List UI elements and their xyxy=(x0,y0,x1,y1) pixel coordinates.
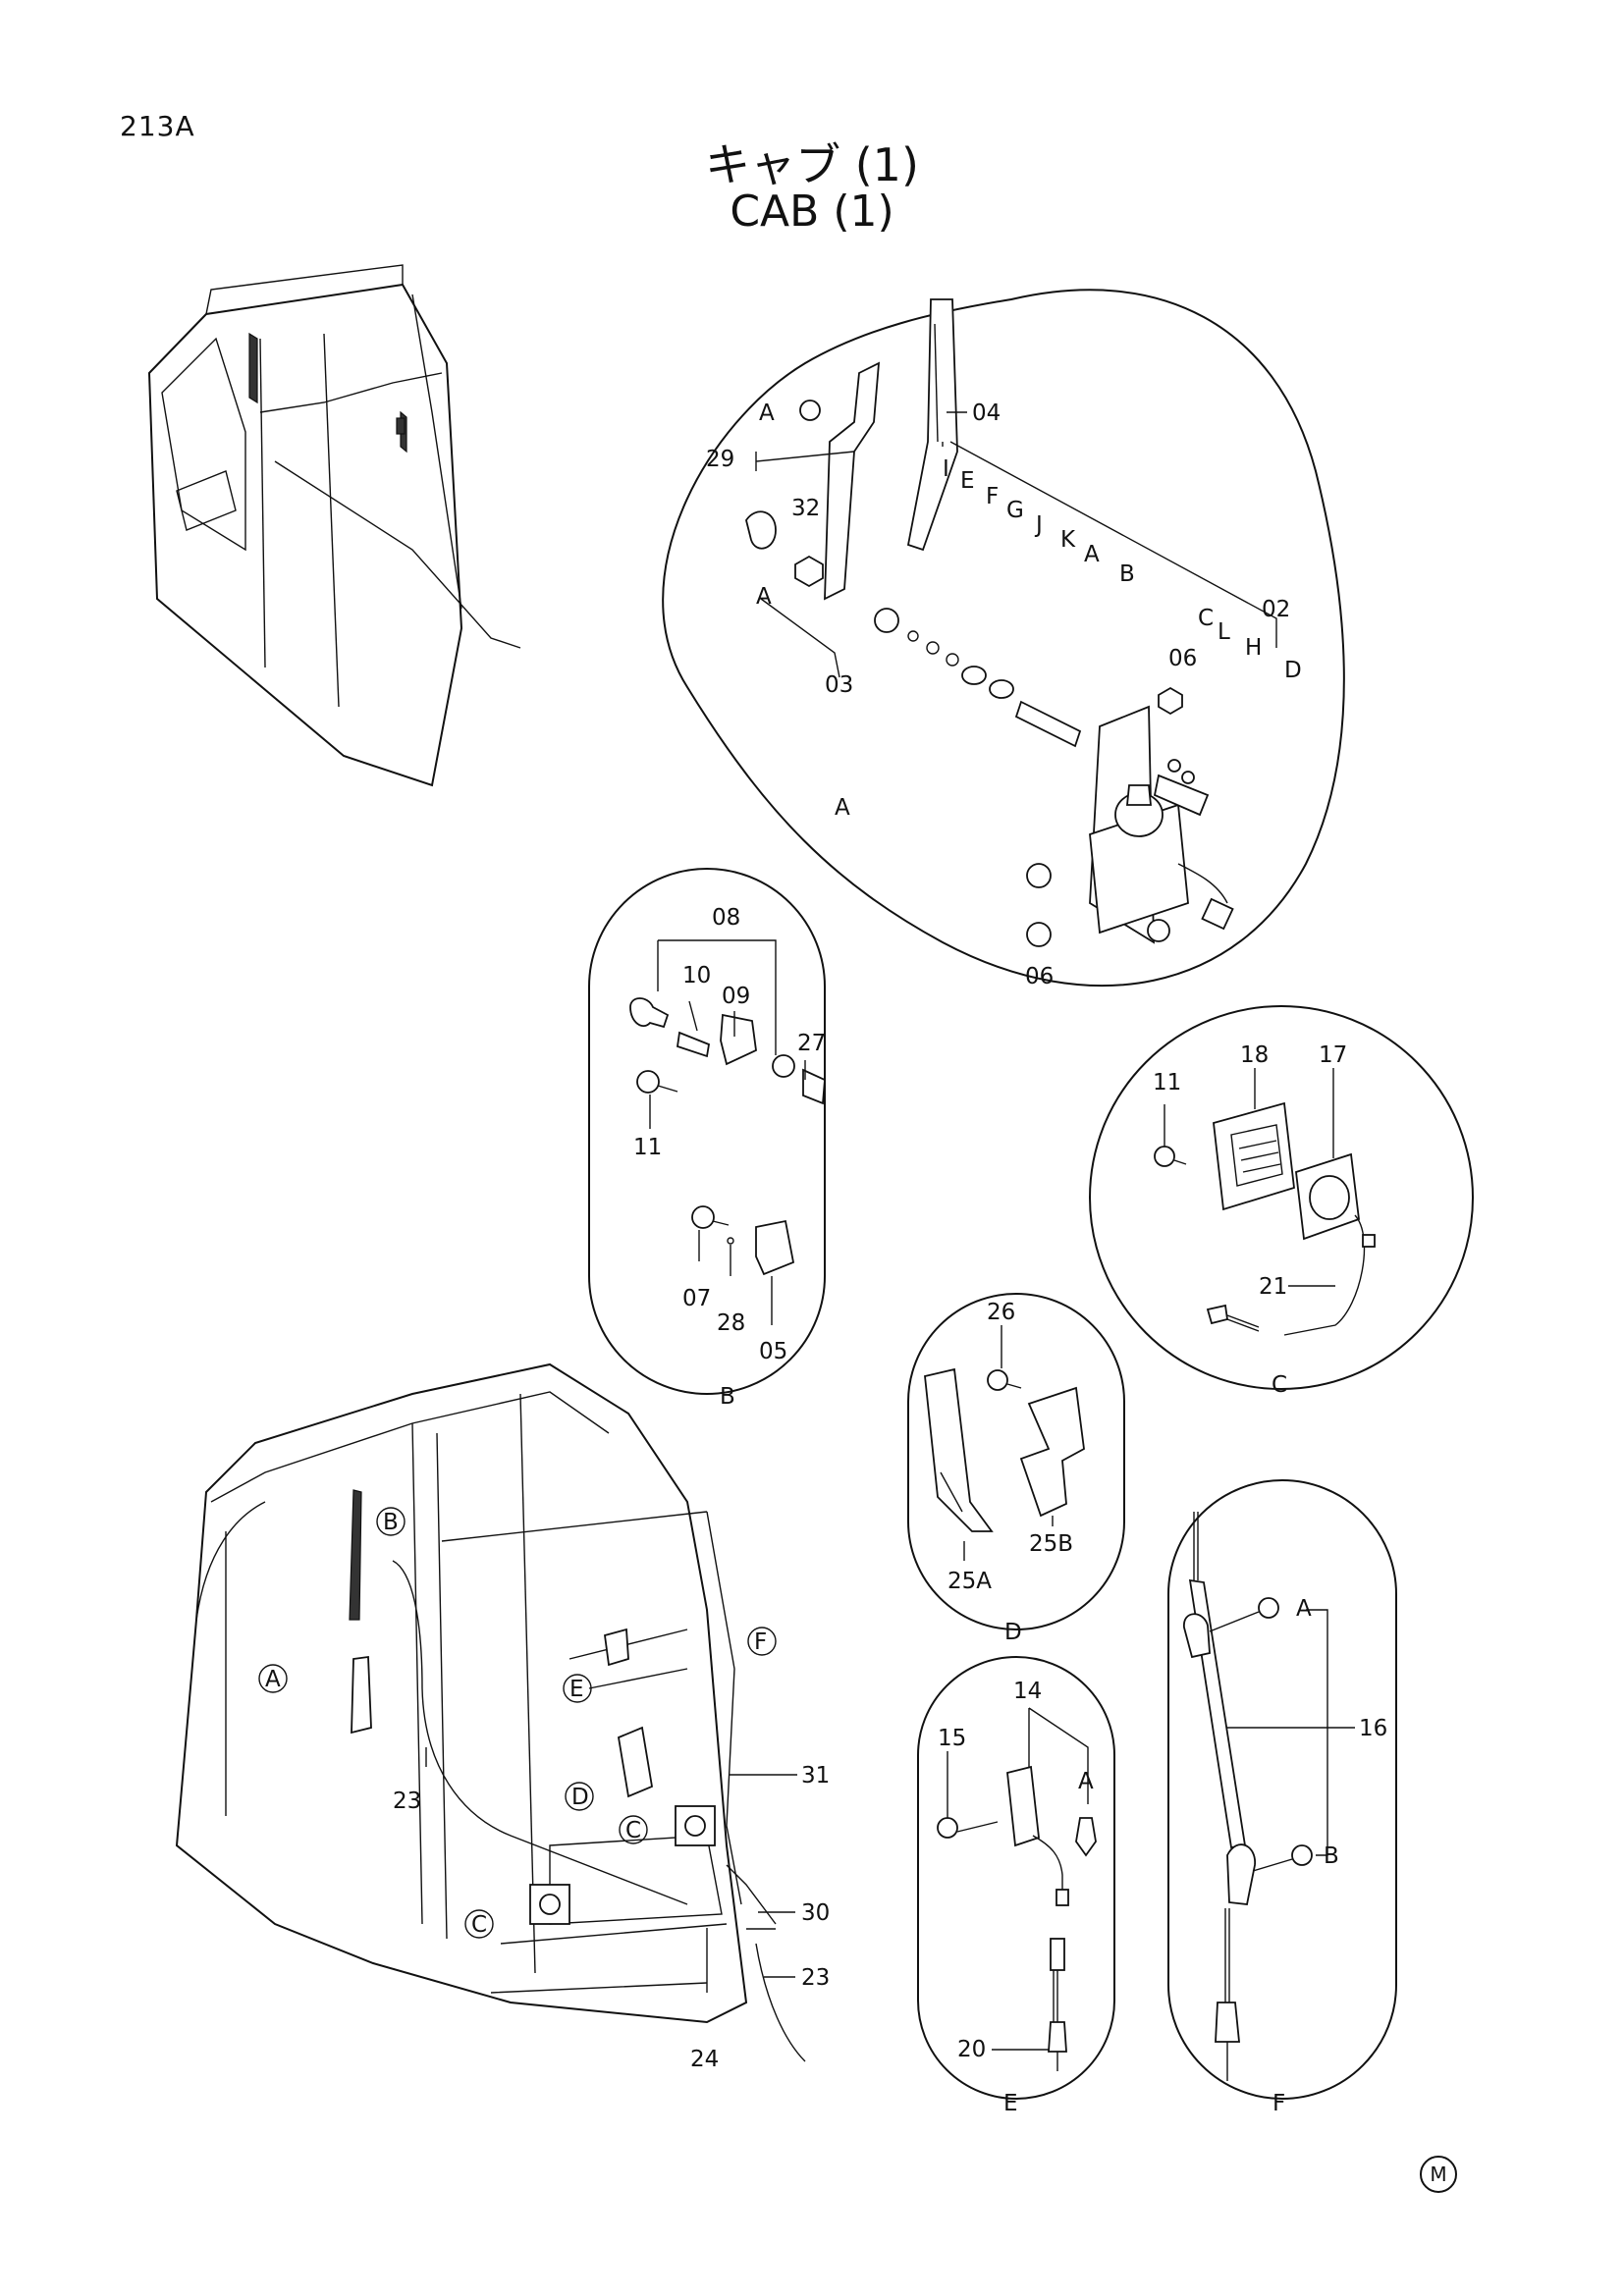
label-16: 16 xyxy=(1359,1716,1387,1741)
label-03: 03 xyxy=(825,672,853,698)
detail-d-frame xyxy=(907,1293,1125,1630)
callout-c-1: C xyxy=(625,1818,641,1843)
label-23-hose: 23 xyxy=(801,1965,830,1991)
label-32: 32 xyxy=(791,496,820,521)
label-10: 10 xyxy=(682,963,711,988)
label-d: D xyxy=(1284,658,1302,683)
label-i: I xyxy=(943,456,949,482)
label-e: E xyxy=(960,468,975,494)
label-25b: 25B xyxy=(1029,1531,1073,1557)
detail-f-frame xyxy=(1167,1479,1397,2100)
label-l: L xyxy=(1218,619,1230,645)
detail-e-frame xyxy=(917,1656,1115,2100)
title-japanese: キャブ (1) xyxy=(705,138,919,191)
label-b: B xyxy=(1119,561,1135,587)
callout-a: A xyxy=(265,1667,281,1692)
label-21: 21 xyxy=(1259,1274,1287,1300)
label-a-3: A xyxy=(1084,542,1100,567)
label-09: 09 xyxy=(722,984,750,1009)
detail-b-frame xyxy=(588,868,826,1395)
label-c: C xyxy=(1198,606,1214,631)
label-26: 26 xyxy=(987,1300,1015,1325)
callout-d: D xyxy=(571,1785,589,1810)
label-06-2: 06 xyxy=(1025,964,1054,989)
cab-thumbnail xyxy=(147,264,521,787)
label-a-2: A xyxy=(756,584,772,610)
label-g: G xyxy=(1006,498,1024,523)
label-15: 15 xyxy=(938,1726,966,1751)
page-code: 213A xyxy=(120,110,195,142)
view-letter-b: B xyxy=(720,1384,735,1410)
label-f: F xyxy=(986,484,999,509)
cab-overview xyxy=(175,1362,806,2062)
view-letter-d: D xyxy=(1004,1620,1022,1645)
label-14: 14 xyxy=(1013,1679,1042,1704)
label-28: 28 xyxy=(717,1310,745,1336)
label-a-1: A xyxy=(759,400,775,426)
label-07: 07 xyxy=(682,1286,711,1311)
view-letter-c: C xyxy=(1272,1372,1287,1398)
label-25a: 25A xyxy=(947,1569,992,1594)
callout-c-2: C xyxy=(471,1912,487,1938)
title-english: CAB (1) xyxy=(730,187,894,237)
label-b-f: B xyxy=(1324,1843,1339,1869)
detail-c-frame xyxy=(1089,1005,1474,1390)
view-letter-e: E xyxy=(1003,2091,1018,2116)
label-06-1: 06 xyxy=(1168,646,1197,671)
label-11-c: 11 xyxy=(1153,1070,1181,1095)
label-a-f: A xyxy=(1296,1596,1312,1622)
view-letter-f: F xyxy=(1272,2091,1285,2116)
label-04: 04 xyxy=(972,400,1001,426)
view-letter-a: A xyxy=(835,795,850,821)
label-20: 20 xyxy=(957,2037,986,2062)
callout-b: B xyxy=(383,1510,399,1535)
label-h: H xyxy=(1245,635,1262,661)
callout-e: E xyxy=(569,1677,584,1702)
detail-a-wiper xyxy=(662,289,1345,988)
label-31: 31 xyxy=(801,1763,830,1789)
label-30: 30 xyxy=(801,1900,830,1926)
label-29: 29 xyxy=(706,447,734,472)
label-j: J xyxy=(1034,512,1043,538)
label-k: K xyxy=(1060,527,1076,553)
label-27: 27 xyxy=(797,1031,826,1056)
label-11-b: 11 xyxy=(633,1135,662,1160)
label-02: 02 xyxy=(1262,597,1290,622)
label-17: 17 xyxy=(1319,1042,1347,1068)
label-23-cab: 23 xyxy=(393,1789,421,1814)
label-a-e: A xyxy=(1078,1769,1094,1794)
label-18: 18 xyxy=(1240,1042,1269,1068)
label-24: 24 xyxy=(690,2047,719,2072)
label-08: 08 xyxy=(712,905,740,931)
callout-f: F xyxy=(754,1629,767,1655)
corner-mark-icon: M xyxy=(1420,2156,1457,2193)
label-05: 05 xyxy=(759,1339,787,1364)
